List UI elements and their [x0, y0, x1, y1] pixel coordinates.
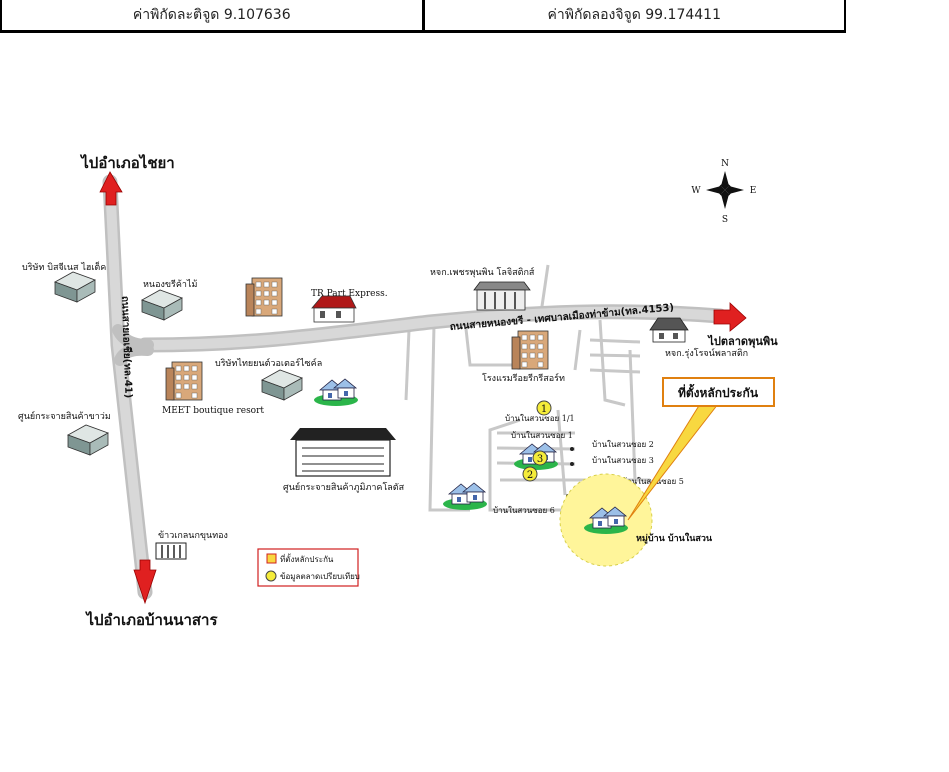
arrow-east	[713, 302, 747, 332]
legend-collateral: ที่ตั้งหลักประกัน	[280, 553, 334, 564]
compass-e: E	[750, 186, 757, 196]
building-icon	[245, 277, 283, 317]
shop-icon	[311, 295, 357, 323]
longitude-cell: ค่าพิกัดลองจิจูด 99.174411	[425, 0, 846, 30]
label-thai-motor: บริษัทไทยยนต์วอเตอร์ไซค์ล	[215, 357, 322, 369]
marker-3: 3	[532, 450, 548, 466]
svg-text:1: 1	[541, 404, 547, 415]
store-icon	[473, 281, 531, 311]
legend-square-icon	[266, 553, 277, 564]
label-logistics: ศูนย์กระจายสินค้าภูมิภาคโลตัส	[283, 481, 405, 493]
warehouse-icon	[261, 369, 303, 401]
label-plastic: หจก.รุ่งโรจน์พลาสติก	[665, 347, 748, 359]
compass-w: W	[691, 186, 701, 196]
label-hotel: โรงแรมรีอยรีกรีสอร์ท	[482, 372, 565, 384]
label-lane-3: บ้านในสวนซอย 3	[592, 456, 654, 465]
callout-label: ที่ตั้งหลักประกัน	[678, 383, 759, 400]
plastic-shop-icon	[649, 317, 689, 343]
label-to-chaiya: ไปอำเภอไชยา	[79, 153, 174, 172]
comparison-house-icon	[313, 378, 359, 407]
label-bismillah: บริษัท บิสจีเนส ไฮเต็ค	[22, 260, 106, 273]
label-wholesale: ศูนย์กระจายสินค้าขาว่ม	[18, 410, 111, 422]
rice-mill-icon	[155, 542, 187, 560]
compass-n: N	[721, 159, 729, 169]
label-lane-6: บ้านในสวนซอย 6	[493, 506, 555, 515]
svg-text:2: 2	[527, 470, 533, 481]
label-village: หมู่บ้าน บ้านในสวน	[636, 532, 713, 544]
compass-rose: N S W E	[691, 159, 756, 225]
marker-2: 2	[522, 466, 538, 482]
label-phet: หจก.เพชรพุนพิน โลจิสติกส์	[430, 266, 535, 278]
warehouse-icon	[67, 424, 109, 456]
label-meet: MEET boutique resort	[162, 406, 264, 416]
compass-s: S	[722, 215, 728, 225]
label-nong-wood: หนองขรีค้าไม้	[143, 279, 197, 290]
arrow-north	[99, 171, 123, 206]
building-icon	[165, 361, 203, 401]
label-to-market: ไปตลาดพุนพิน	[706, 334, 778, 349]
warehouse-icon	[141, 289, 183, 321]
legend: ที่ตั้งหลักประกัน ข้อมูลตลาดเปรียบเทียบ	[257, 548, 360, 587]
main-roads	[102, 174, 728, 600]
road-name-41: ถนนสายเอเชีย(ทล.41)	[119, 296, 135, 399]
coordinate-header: ค่าพิกัดละติจูด 9.107636 ค่าพิกัดลองจิจู…	[0, 0, 846, 33]
label-to-ban-na-san: ไปอำเภอบ้านนาสาร	[84, 610, 218, 629]
label-tr-part: TR Part Express.	[311, 289, 388, 299]
callout-box	[662, 377, 775, 407]
svg-text:3: 3	[537, 454, 543, 465]
label-rice: ข้าวเกลนกขุนทอง	[158, 530, 228, 541]
arrow-south	[133, 559, 157, 605]
comparison-house-icon	[442, 482, 488, 511]
hotel-building-icon	[511, 330, 549, 370]
label-lane-11: บ้านในสวนซอย 1/1	[505, 414, 575, 423]
legend-circle-icon	[265, 570, 277, 582]
latitude-cell: ค่าพิกัดละติจูด 9.107636	[0, 0, 425, 30]
marker-1: 1	[536, 400, 552, 416]
label-lane-1: บ้านในสวนซอย 1	[511, 431, 573, 440]
label-lane-2: บ้านในสวนซอย 2	[592, 440, 654, 449]
warehouse-icon	[54, 271, 96, 303]
legend-comparison: ข้อมูลตลาดเปรียบเทียบ	[280, 572, 360, 582]
distribution-center-icon	[290, 428, 396, 477]
